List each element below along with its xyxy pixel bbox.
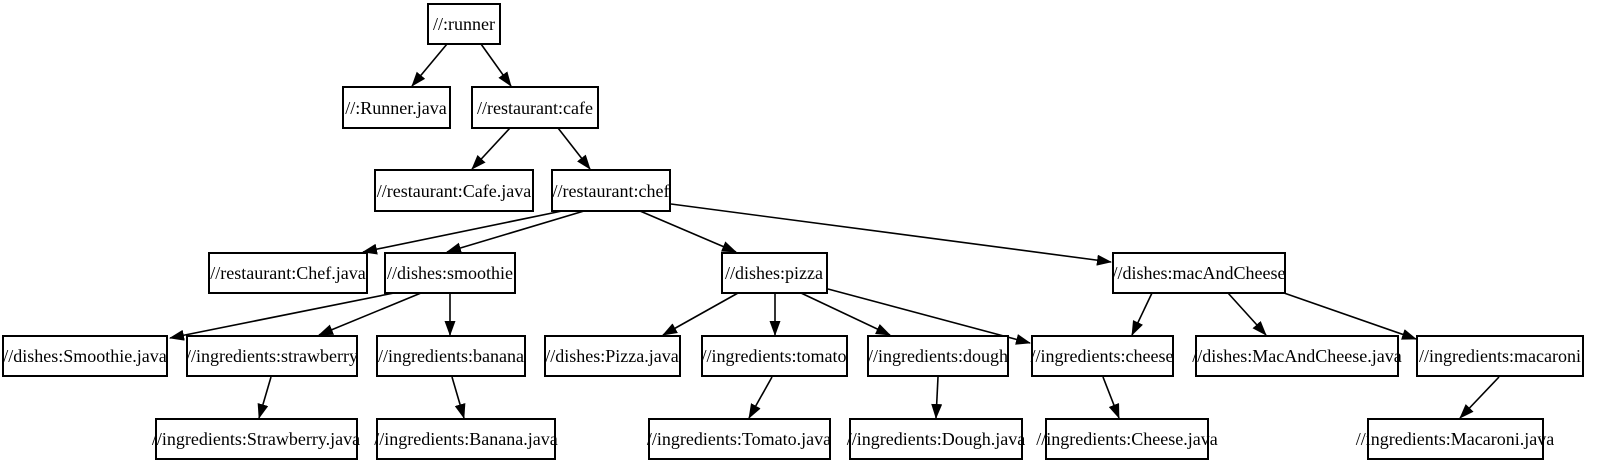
edge-pizza-to-cheese [827,288,1031,345]
node-cafe-java-box [374,169,534,212]
node-strawberry-label: //ingredients:strawberry [186,346,358,366]
node-tomato-java: //ingredients:Tomato.java [647,418,831,460]
node-chef-java-box [208,252,368,294]
node-pizza-java: //dishes:Pizza.java [544,335,681,377]
node-macaroni-java-label: //ingredients:Macaroni.java [1356,429,1554,449]
node-runner-java-label: //:Runner.java [345,98,446,118]
node-pizza-box [721,252,828,294]
node-macandcheese-java-label: //dishes:MacAndCheese.java [1192,346,1401,366]
edge-smoothie-to-strawberry [318,292,422,336]
node-smoothie-java-label: //dishes:Smoothie.java [3,346,167,366]
node-smoothie-java: //dishes:Smoothie.java [2,335,168,377]
node-smoothie: //dishes:smoothie [384,252,516,294]
node-macaroni-java: //ingredients:Macaroni.java [1356,418,1554,460]
node-dough-java: //ingredients:Dough.java [847,418,1025,460]
node-macaroni-box [1416,335,1584,377]
edge-pizza-to-dough [800,292,891,336]
node-chef: //restaurant:chef [551,169,671,212]
node-strawberry-java-box [155,418,358,460]
node-runner-java-box [342,86,451,129]
edge-tomato-to-tomato-java [748,376,773,419]
edge-runner-to-cafe [480,43,512,87]
node-cafe-java: //restaurant:Cafe.java [374,169,534,212]
edge-cafe-to-cafe-java [471,127,511,170]
edge-pizza-to-pizza-java [662,292,739,336]
node-cafe: //restaurant:cafe [471,86,599,129]
node-cheese-java-box [1045,418,1209,460]
node-strawberry-box [186,335,358,377]
edge-banana-to-banana-java [451,376,466,419]
edge-chef-to-pizza [639,210,737,253]
node-macandcheese-label: //dishes:macAndCheese [1113,263,1286,283]
edge-macandcheese-to-cheese [1131,292,1153,336]
node-banana-box [376,335,526,377]
node-pizza: //dishes:pizza [721,252,828,294]
node-cheese-box [1031,335,1174,377]
node-tomato-java-label: //ingredients:Tomato.java [647,429,831,449]
node-dough-box [867,335,1009,377]
node-pizza-java-label: //dishes:Pizza.java [545,346,678,366]
node-chef-box [551,169,671,212]
node-strawberry-java-label: //ingredients:Strawberry.java [152,429,360,449]
edge-macaroni-to-macaroni-java [1459,376,1500,419]
node-chef-java: //restaurant:Chef.java [208,252,368,294]
node-cheese: //ingredients:cheese [1031,335,1174,377]
edge-layer [169,43,1500,419]
node-banana-java-box [376,418,556,460]
node-tomato-box [701,335,848,377]
node-macaroni: //ingredients:macaroni [1416,335,1584,377]
node-macandcheese-java: //dishes:MacAndCheese.java [1192,335,1402,377]
node-banana-java-label: //ingredients:Banana.java [374,429,557,449]
node-runner: //:runner [427,3,501,45]
node-dough-label: //ingredients:dough [868,346,1008,366]
node-macandcheese-box [1112,252,1286,294]
node-dough: //ingredients:dough [867,335,1009,377]
node-banana: //ingredients:banana [376,335,526,377]
edge-strawberry-to-strawberry-java [257,376,272,419]
node-dough-java-box [849,418,1023,460]
node-cafe-box [471,86,599,129]
node-macaroni-java-box [1367,418,1544,460]
edge-chef-to-macandcheese [670,203,1112,266]
node-strawberry: //ingredients:strawberry [186,335,358,377]
node-cafe-java-label: //restaurant:Cafe.java [377,181,531,201]
node-runner-java: //:Runner.java [342,86,451,129]
edge-runner-to-runner-java [411,43,448,87]
node-macandcheese: //dishes:macAndCheese [1112,252,1286,294]
node-tomato: //ingredients:tomato [701,335,848,377]
node-runner-box [427,3,501,45]
edge-chef-to-chef-java [362,210,563,255]
node-runner-label: //:runner [433,14,495,34]
node-smoothie-box [384,252,516,294]
edge-chef-to-smoothie [446,210,585,254]
node-smoothie-java-box [2,335,168,377]
edge-macandcheese-to-macaroni [1283,292,1417,340]
edge-macandcheese-to-macandcheese-java [1227,292,1267,336]
node-banana-java: //ingredients:Banana.java [374,418,558,460]
node-cheese-label: //ingredients:cheese [1031,346,1174,366]
node-cheese-java-label: //ingredients:Cheese.java [1036,429,1217,449]
node-strawberry-java: //ingredients:Strawberry.java [152,418,360,460]
node-chef-label: //restaurant:chef [553,181,670,201]
node-macaroni-label: //ingredients:macaroni [1419,346,1581,366]
edge-cafe-to-chef [557,127,591,170]
node-chef-java-label: //restaurant:Chef.java [210,263,365,283]
edge-dough-to-dough-java [931,376,943,419]
node-dough-java-label: //ingredients:Dough.java [847,429,1025,449]
node-tomato-label: //ingredients:tomato [702,346,847,366]
node-layer: //:runner //:Runner.java //restaurant:ca… [2,3,1584,460]
node-tomato-java-box [648,418,831,460]
edge-cheese-to-cheese-java [1102,376,1120,419]
node-pizza-java-box [544,335,681,377]
node-banana-label: //ingredients:banana [378,346,524,366]
node-cheese-java: //ingredients:Cheese.java [1036,418,1218,460]
node-cafe-label: //restaurant:cafe [477,98,593,118]
node-macandcheese-java-box [1195,335,1399,377]
node-smoothie-label: //dishes:smoothie [387,263,513,283]
node-pizza-label: //dishes:pizza [725,263,823,283]
edge-smoothie-to-smoothie-java [169,292,395,341]
